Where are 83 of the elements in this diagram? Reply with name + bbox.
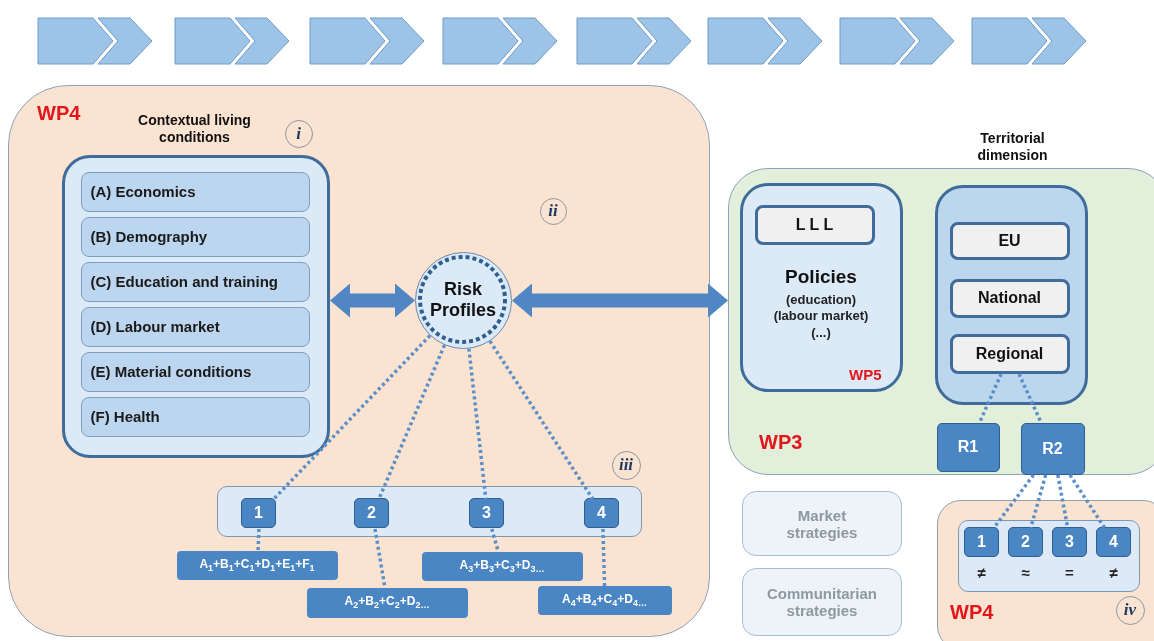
node-label: 1 [254,504,263,522]
dotted-connector [1017,373,1043,424]
node-label: Market strategies [785,506,859,541]
node-label: 1 [977,533,986,551]
dotted-connector [1029,474,1048,529]
node-label: Risk Profiles [429,279,497,321]
node-label: (education) (labour market) (...) [772,291,870,343]
node-label: (C) Education and training [90,273,278,290]
node-label: iv [1123,600,1137,620]
relation-symbol: ≠ [976,564,987,581]
work-package-label: WP5 [849,365,882,383]
strategy-box [742,568,902,636]
relation-symbol: ≠ [1108,564,1119,581]
node-label: L L L [795,215,834,234]
category-box [80,171,310,212]
dotted-connector [977,373,1003,424]
formula-box [306,587,468,618]
node-label: R1 [957,438,979,456]
dotted-connector [377,344,447,500]
region-box [936,422,1000,472]
dotted-connector [488,340,595,500]
node-label: R2 [1042,439,1063,458]
formula-box [421,551,583,581]
dotted-connector [601,528,607,587]
node-label: 2 [1021,533,1030,551]
number-box [241,498,276,528]
formula-box [537,585,672,615]
node-label: (E) Material conditions [90,363,252,380]
dotted-connector [467,348,488,500]
category-box [80,306,310,347]
node-label: Regional [975,344,1044,363]
node-label: 3 [482,504,491,522]
node-label: (B) Demography [90,228,208,245]
node-label: EU [998,231,1021,250]
double-arrow [512,283,728,318]
panel [937,500,1154,641]
node-label: Communitarian strategies [767,585,877,619]
heading: Contextual living conditions [137,111,252,147]
node-label: 4 [1109,533,1118,551]
node-label: 2 [367,504,376,522]
level-box [949,221,1070,260]
node-label: A$_{3}$+B$_{3}$+C$_{3}$+D$_{3…}$ [459,557,545,575]
number-box [469,498,504,528]
node-label: iii [618,455,634,475]
work-package-label: WP3 [759,431,803,454]
category-box [80,216,310,257]
node-label: i [296,123,301,144]
node-label: 4 [597,504,606,522]
relation-symbol: ≈ [1020,564,1031,581]
profile-bar [957,519,1140,592]
node-label: 3 [1065,533,1074,551]
number-box [584,498,619,528]
node-label: A$_{4}$+B$_{4}$+C$_{4}$+D$_{4…}$ [562,591,647,609]
node-label: (F) Health [90,408,160,425]
heading: Territorial dimension [976,129,1049,165]
panel [8,85,710,637]
work-package-label: WP4 [950,601,994,624]
double-arrow [330,283,415,318]
category-box [80,351,310,392]
category-box [80,261,310,302]
node-label: (D) Labour market [90,318,220,335]
node-label: (A) Economics [90,183,196,200]
region-box [1020,422,1085,475]
node-label: A$_{2}$+B$_{2}$+C$_{2}$+D$_{2…}$ [344,594,430,611]
dotted-connector [256,528,261,552]
node-label: National [977,289,1042,307]
number-box [354,498,389,528]
policy-container [739,182,903,392]
level-box [949,333,1070,374]
work-package-label: WP4 [37,102,81,125]
strategy-box [742,491,902,556]
category-box [80,396,310,437]
node-label: ii [548,201,558,221]
level-box [949,278,1070,318]
node-label: Policies [785,265,857,288]
formula-box [176,550,338,580]
relation-symbol: = [1064,564,1075,581]
profile-bar [216,485,642,537]
label-box [754,204,875,245]
dotted-connector [992,473,1035,530]
dotted-connector [1068,474,1107,529]
dotted-connector [272,334,432,501]
node-label: A$_{1}$+B$_{1}$+C$_{1}$+D$_{1}$+E$_{1}$+F$_{1}$ [199,556,315,574]
